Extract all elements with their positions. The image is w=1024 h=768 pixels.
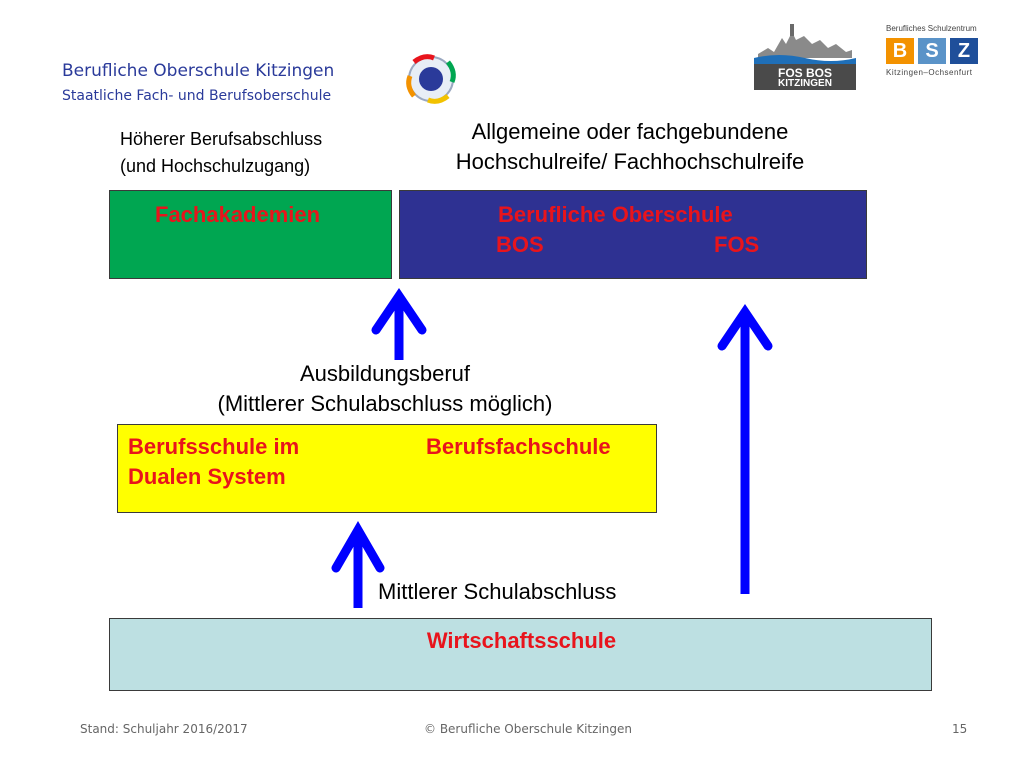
footer-page-number: 15 bbox=[952, 722, 968, 736]
fosbos-kitzingen-logo: FOS BOS KITZINGEN bbox=[754, 18, 856, 90]
berufliche-oberschule-label: Berufliche Oberschule bbox=[498, 202, 733, 227]
school-name: Berufliche Oberschule Kitzingen bbox=[62, 61, 335, 81]
mittlerer-schulabschluss-label: Mittlerer Schulabschluss bbox=[378, 579, 617, 604]
fosbos-logo-line2: KITZINGEN bbox=[778, 78, 832, 89]
bsz-letter-s: S bbox=[918, 38, 946, 64]
hoeherer-label-line1: Höherer Berufsabschluss bbox=[120, 129, 323, 149]
bsz-letter-z: Z bbox=[950, 38, 978, 64]
berufsschule-label-line1: Berufsschule im bbox=[128, 434, 300, 459]
hochschulreife-label-line1: Allgemeine oder fachgebundene bbox=[471, 119, 789, 144]
berufsfachschule-label: Berufsfachschule bbox=[426, 434, 611, 459]
ausbildungsberuf-label-line2: (Mittlerer Schulabschluss möglich) bbox=[217, 391, 553, 416]
footer-stand: Stand: Schuljahr 2016/2017 bbox=[80, 722, 248, 736]
ausbildungsberuf-label-line1: Ausbildungsberuf bbox=[299, 361, 470, 386]
berufsschule-label-line2: Dualen System bbox=[128, 464, 286, 489]
berufsschule-box: Berufsschule im Dualen System Berufsfach… bbox=[117, 424, 657, 513]
wirtschaftsschule-box: Wirtschaftsschule bbox=[109, 618, 932, 691]
fachakademien-box: Fachakademien bbox=[109, 190, 392, 279]
bsz-logo-bottom-text: Kitzingen–Ochsenfurt bbox=[886, 68, 973, 77]
hochschulreife-label-line2: Hochschulreife/ Fachhochschulreife bbox=[455, 149, 805, 174]
wirtschaftsschule-label: Wirtschaftsschule bbox=[426, 628, 617, 653]
bsz-letter-b: B bbox=[886, 38, 914, 64]
fachakademien-label: Fachakademien bbox=[155, 202, 321, 227]
school-subtitle: Staatliche Fach- und Berufsoberschule bbox=[62, 88, 332, 104]
bsz-logo-top-text: Berufliches Schulzentrum bbox=[886, 24, 977, 33]
berufliche-oberschule-box: Berufliche Oberschule BOS FOS bbox=[399, 190, 867, 279]
fos-label: FOS bbox=[714, 232, 760, 257]
footer-copyright: © Berufliche Oberschule Kitzingen bbox=[424, 722, 632, 736]
hoeherer-label-line2: (und Hochschulzugang) bbox=[120, 156, 311, 176]
bos-label: BOS bbox=[496, 232, 544, 257]
arrow-to-fachakademien bbox=[371, 287, 427, 360]
cycle-logo-icon bbox=[406, 54, 456, 104]
bsz-logo: Berufliches Schulzentrum B S Z Kitzingen… bbox=[884, 24, 984, 80]
fosbos-logo-line1: FOS BOS bbox=[777, 66, 832, 80]
skyline-icon bbox=[754, 18, 856, 90]
arrow-to-berufsschule bbox=[331, 521, 385, 608]
arrow-to-fos bbox=[717, 303, 773, 594]
